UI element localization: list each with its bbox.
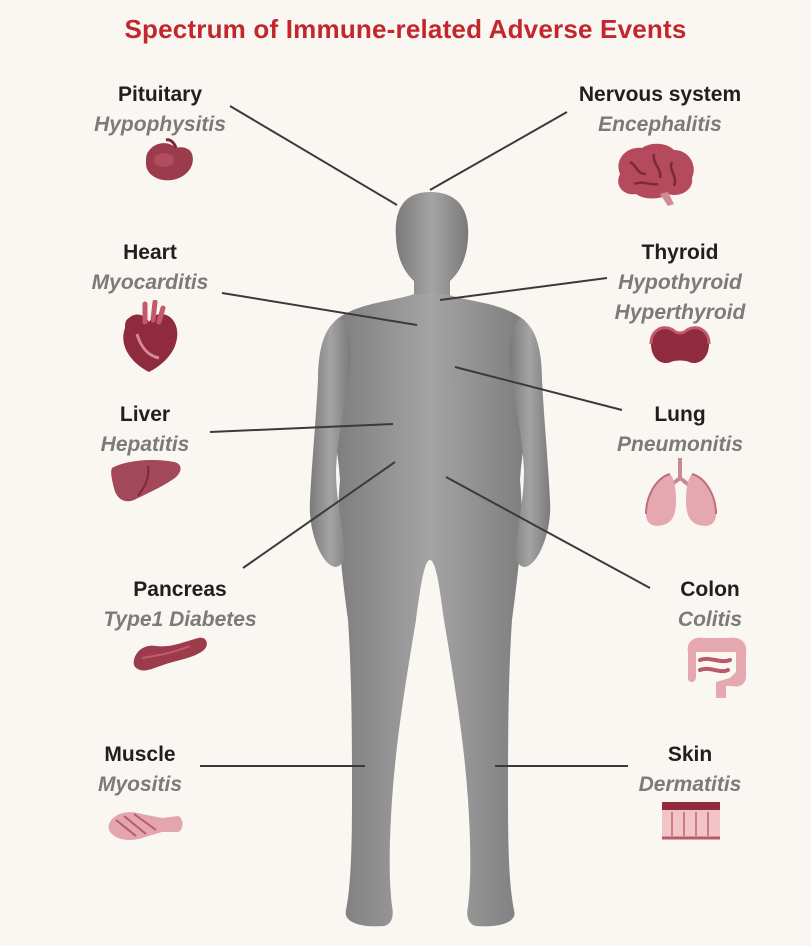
liver-icon	[108, 458, 184, 504]
colon-icon	[680, 632, 752, 702]
condition-name: Colitis	[610, 605, 810, 635]
organ-name: Pituitary	[60, 80, 260, 110]
condition-name: Hepatitis	[45, 430, 245, 460]
figure-head	[396, 192, 469, 300]
thyroid-icon	[645, 322, 715, 368]
figure-torso-legs	[326, 294, 535, 926]
organ-name: Thyroid	[580, 238, 780, 268]
condition-name: Myocarditis	[50, 268, 250, 298]
condition-name: Hypothyroid	[580, 268, 780, 298]
label-liver: Liver Hepatitis	[45, 400, 245, 460]
human-figure	[310, 192, 550, 926]
condition-name: Type1 Diabetes	[70, 605, 290, 635]
label-lung: Lung Pneumonitis	[580, 400, 780, 460]
lungs-icon	[642, 456, 722, 532]
pituitary-icon	[140, 138, 200, 188]
label-colon: Colon Colitis	[610, 575, 810, 635]
muscle-icon	[106, 806, 186, 846]
diagram-title: Spectrum of Immune-related Adverse Event…	[0, 14, 811, 45]
skin-icon	[660, 800, 722, 842]
label-muscle: Muscle Myositis	[40, 740, 240, 800]
organ-name: Skin	[590, 740, 790, 770]
brain-icon	[610, 140, 700, 210]
organ-name: Heart	[50, 238, 250, 268]
organ-name: Pancreas	[70, 575, 290, 605]
organ-name: Nervous system	[540, 80, 780, 110]
label-heart: Heart Myocarditis	[50, 238, 250, 298]
label-nervous-system: Nervous system Encephalitis	[540, 80, 780, 140]
pancreas-icon	[130, 634, 210, 674]
label-skin: Skin Dermatitis	[590, 740, 790, 800]
organ-name: Colon	[610, 575, 810, 605]
heart-icon	[115, 300, 185, 375]
condition-name: Hypophysitis	[60, 110, 260, 140]
label-pancreas: Pancreas Type1 Diabetes	[70, 575, 290, 635]
organ-name: Muscle	[40, 740, 240, 770]
organ-name: Liver	[45, 400, 245, 430]
condition-name: Encephalitis	[540, 110, 780, 140]
label-thyroid: Thyroid Hypothyroid Hyperthyroid	[580, 238, 780, 328]
condition-name: Dermatitis	[590, 770, 790, 800]
organ-name: Lung	[580, 400, 780, 430]
condition-name: Myositis	[40, 770, 240, 800]
label-pituitary: Pituitary Hypophysitis	[60, 80, 260, 140]
